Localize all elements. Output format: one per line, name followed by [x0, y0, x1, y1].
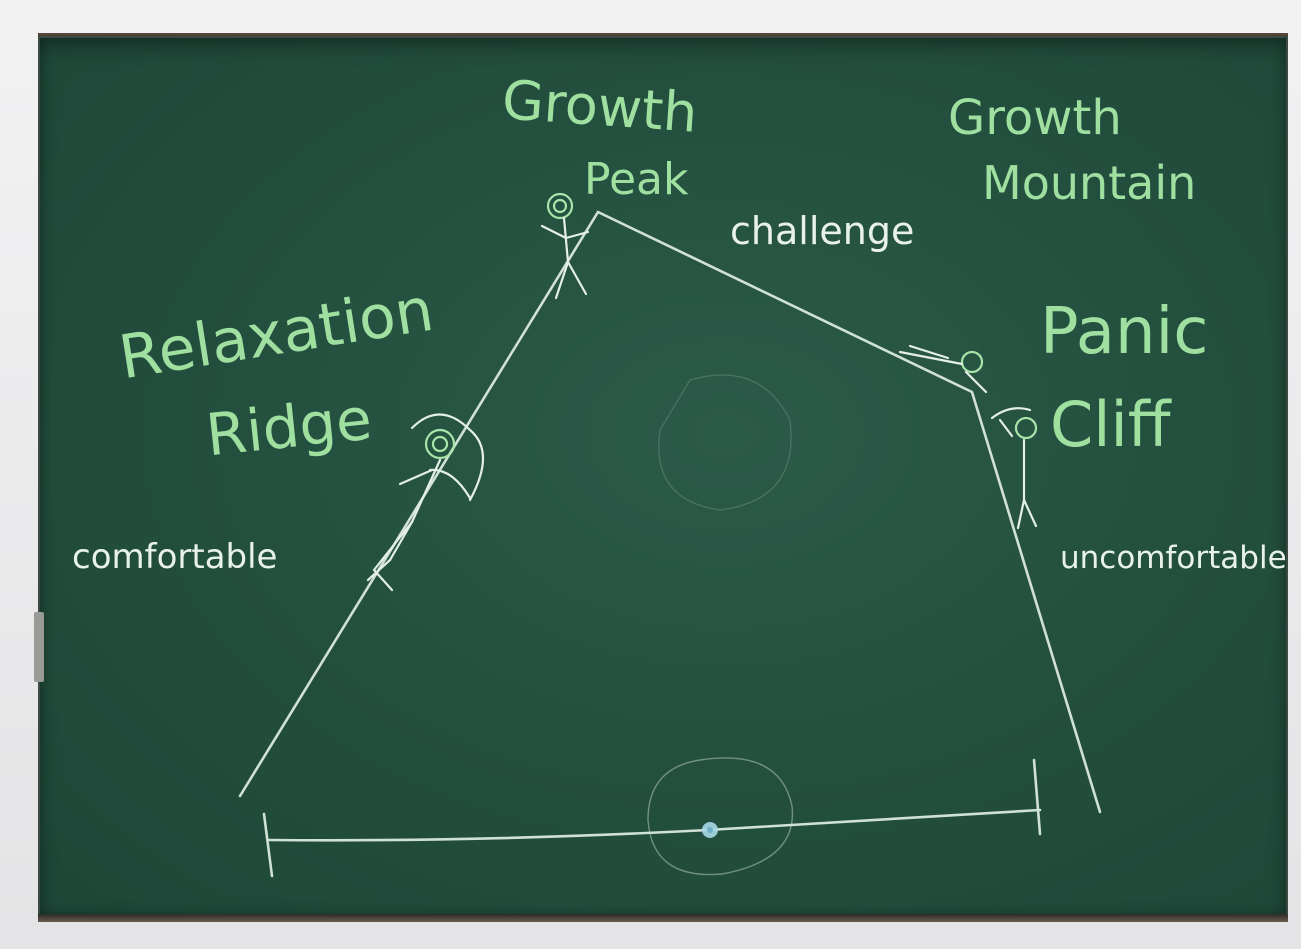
scale-left-tick [262, 812, 274, 878]
growth-peak-label-line2: Peak [584, 154, 689, 205]
chalkboard [38, 36, 1288, 920]
growth-mountain-label-line1: Growth [948, 90, 1122, 146]
faint-smudge [658, 374, 792, 511]
board-clip [34, 612, 44, 682]
ridge-stick-figure [366, 413, 485, 592]
midpoint-dot [702, 822, 718, 838]
challenge-label: challenge [730, 209, 915, 253]
board-bottom-edge [38, 914, 1288, 922]
midpoint-circle [647, 757, 794, 876]
scale-right-tick [1032, 758, 1042, 836]
growth-mountain-label-line2: Mountain [982, 156, 1197, 210]
relaxation-ridge-label-line2: Ridge [202, 384, 375, 470]
comfortable-label: comfortable [72, 537, 278, 577]
scale-line [266, 808, 1042, 842]
cliff-top-stick-figure [898, 344, 988, 394]
panic-cliff-label-line2: Cliff [1050, 388, 1171, 461]
panic-cliff-label-line1: Panic [1040, 295, 1209, 369]
growth-peak-label-line1: Growth [500, 68, 700, 145]
uncomfortable-label: uncomfortable [1060, 540, 1287, 576]
peak-stick-figure [540, 192, 590, 300]
cliff-hanging-stick-figure [990, 407, 1038, 530]
